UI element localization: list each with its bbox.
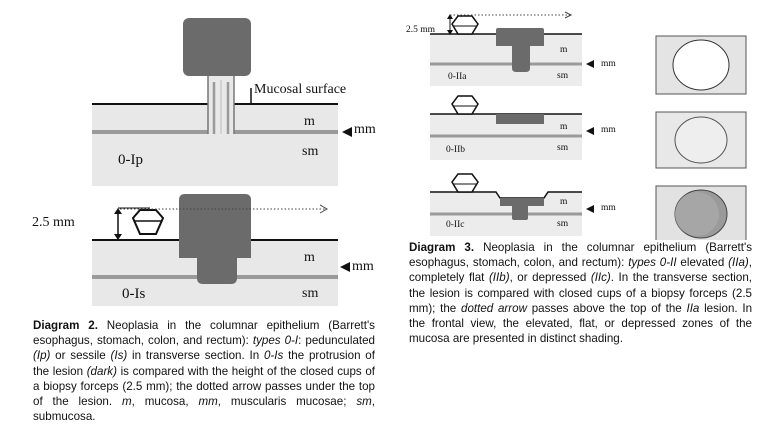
ip-mm-label: mm (354, 122, 376, 138)
iic-m-label: m (560, 197, 567, 207)
diagram3-caption-title: Diagram 3. (409, 241, 474, 254)
iib-frontal-lesion (675, 117, 727, 163)
diagram2-caption: Diagram 2. Neoplasia in the columnar epi… (33, 318, 375, 424)
iic-type-label: 0-IIc (446, 220, 464, 230)
ip-mm-arrow (342, 127, 352, 137)
is-mm-label: mm (352, 259, 374, 275)
iia-sm-label: sm (557, 71, 568, 81)
iib-sm-label: sm (557, 143, 568, 153)
iic-forceps-cups (452, 174, 478, 192)
iib-type-label: 0-IIb (446, 145, 465, 155)
ip-sm-label: sm (302, 144, 318, 160)
iia-height-label: 2.5 mm (406, 25, 435, 35)
iia-type-label: 0-IIa (448, 72, 466, 82)
diagram2-caption-title: Diagram 2. (33, 319, 98, 332)
diagram-0-ii-sections (400, 0, 768, 240)
iia-frontal-lesion (673, 40, 729, 90)
iic-sm-label: sm (557, 219, 568, 229)
diagram-0-ip (0, 0, 400, 200)
diagram-0-is (0, 186, 400, 316)
diagram3-caption: Diagram 3. Neoplasia in the columnar epi… (409, 240, 752, 346)
is-m-label: m (304, 250, 315, 266)
is-type-label: 0-Is (122, 286, 145, 303)
iia-m-label: m (560, 45, 567, 55)
ip-m-label: m (304, 114, 315, 130)
ip-lesion-head (183, 18, 251, 76)
is-sm-label: sm (302, 286, 318, 302)
iib-lesion (496, 114, 544, 124)
iib-m-label: m (560, 122, 567, 132)
is-mm-arrow (340, 262, 350, 272)
iib-forceps-cups (452, 96, 478, 114)
iia-forceps-cups (452, 16, 478, 34)
mucosal-surface-label: Mucosal surface (254, 82, 346, 98)
is-forceps-cups (133, 210, 163, 234)
iic-mm-label: mm (601, 203, 616, 213)
iia-mm-label: mm (601, 59, 616, 69)
ip-type-label: 0-Ip (118, 152, 143, 169)
is-height-label: 2.5 mm (32, 215, 75, 231)
iib-mm-label: mm (601, 125, 616, 135)
